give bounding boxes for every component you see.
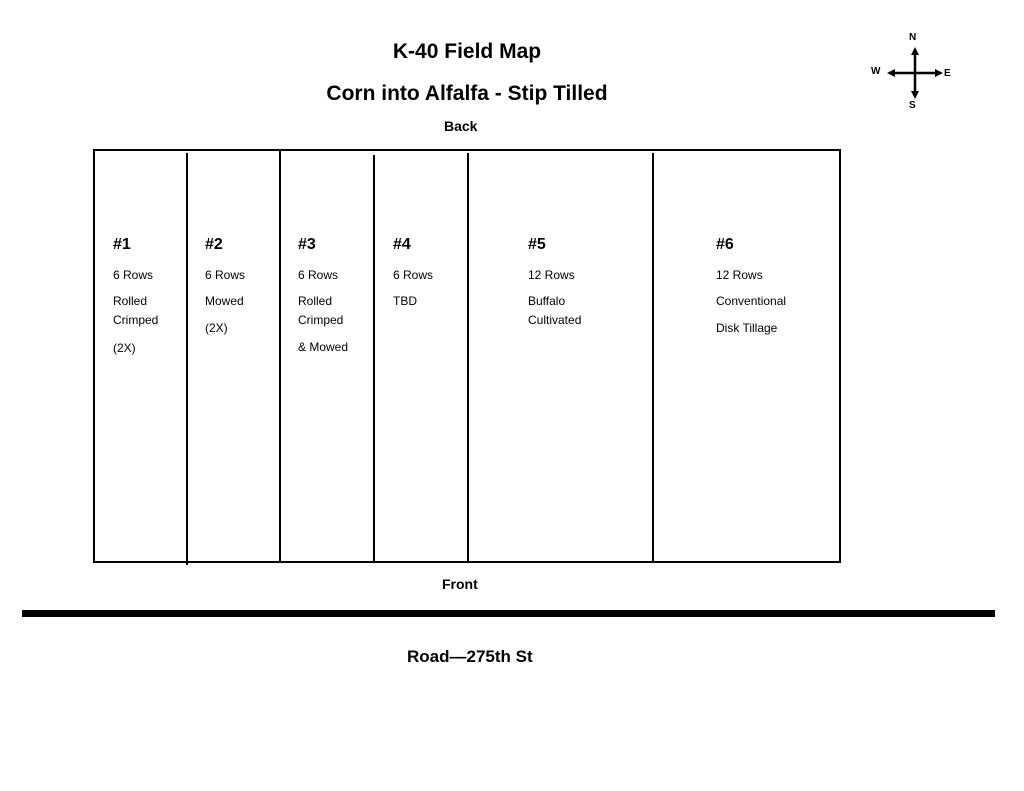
plot-number: #1 [113,236,131,253]
plot-treatment: (2X) [205,321,228,335]
plot-number: #6 [716,236,734,253]
plot-divider [279,151,281,561]
plot-treatment: Crimped [113,313,159,327]
plot-number: #2 [205,236,223,253]
plot-treatment: Disk Tillage [716,321,778,335]
plot-treatment: Mowed [205,294,244,308]
compass-east: E [944,68,951,79]
plot-rows: 6 Rows [393,268,434,282]
plot-treatment: Conventional [716,294,787,308]
plot-treatment: Rolled [298,294,333,308]
plot-rows: 6 Rows [298,268,339,282]
plot-rows: 12 Rows [716,268,763,282]
map-title: K-40 Field Map [392,40,542,63]
field-front-label: Front [442,576,478,592]
road-label: Road—275th St [407,647,533,666]
compass-south: S [909,100,916,111]
plot-divider [186,153,188,565]
field-outline: #1 6 Rows Rolled Crimped (2X) #2 6 Rows … [93,149,841,565]
plot-treatment: & Mowed [298,340,349,354]
field-back-label: Back [444,118,478,134]
plot-treatment: Buffalo [528,294,566,308]
plot-divider [373,155,375,561]
map-subtitle: Corn into Alfalfa - Stip Tilled [326,82,608,105]
plot-treatment: (2X) [113,341,136,355]
plot-treatment: Crimped [298,313,344,327]
compass-rose: N S W E [868,30,958,116]
plot-treatment: Rolled [113,294,148,308]
compass-west: W [871,66,881,77]
plot-number: #5 [528,236,546,253]
plot-number: #4 [393,236,411,253]
plot-treatment: TBD [393,294,417,308]
road-line [22,610,995,617]
plot-treatment: Cultivated [528,313,582,327]
plot-number: #3 [298,236,316,253]
plot-rows: 6 Rows [205,268,246,282]
plot-rows: 12 Rows [528,268,575,282]
plot-divider [467,153,469,561]
plot-rows: 6 Rows [113,268,154,282]
compass-arrows-icon [887,47,943,99]
compass-north: N [909,32,917,43]
plot-divider [652,153,654,561]
